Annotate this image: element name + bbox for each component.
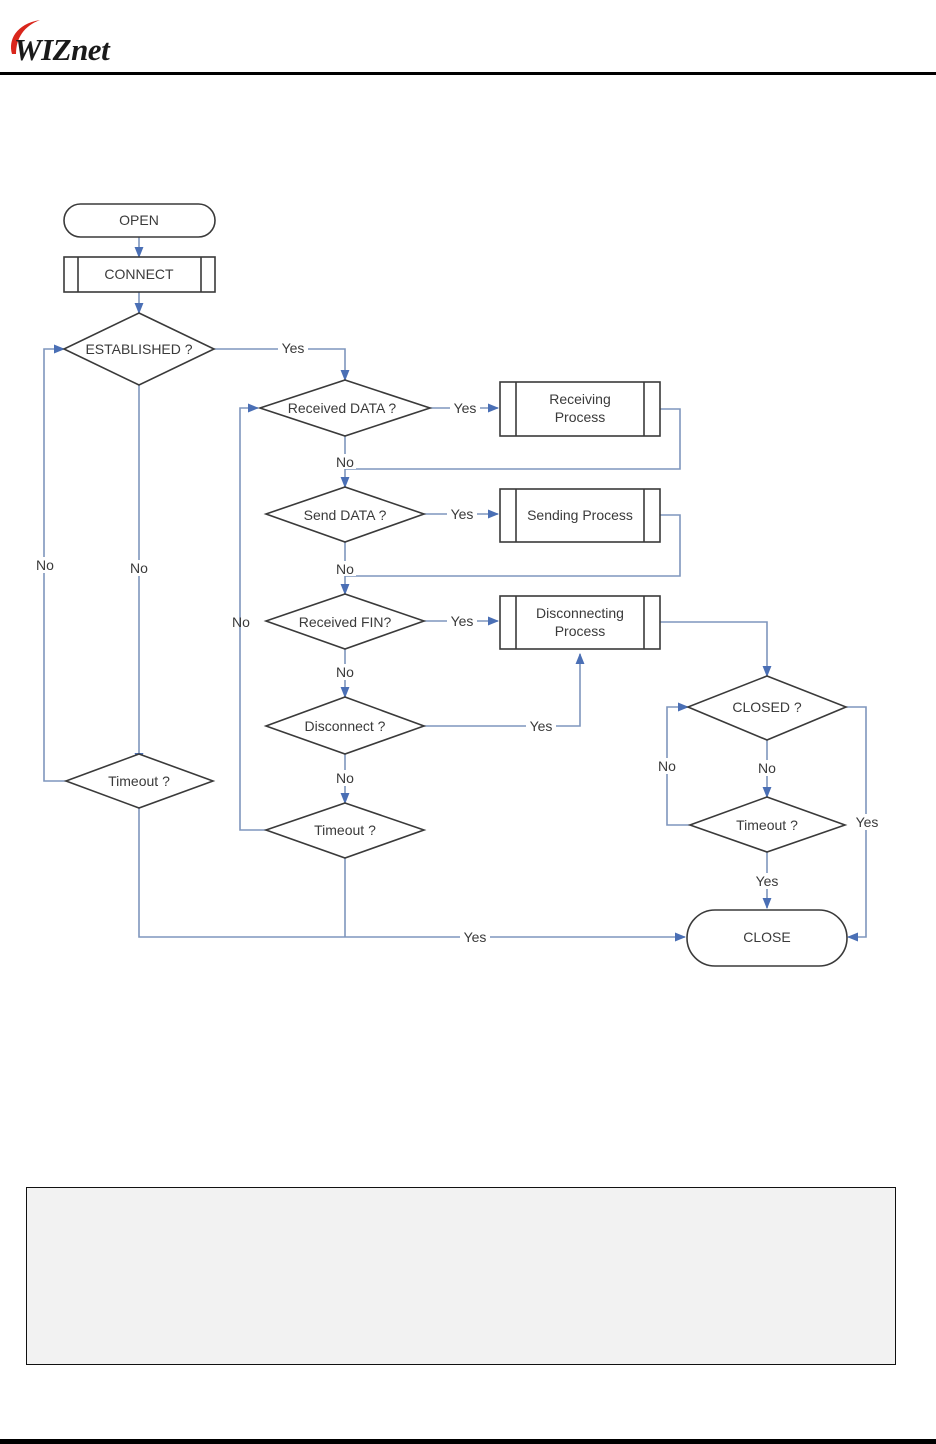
label-timeout-right-no: No	[658, 758, 676, 774]
node-timeout-mid-label: Timeout ?	[314, 822, 376, 838]
node-connect: CONNECT	[64, 257, 215, 292]
node-open: OPEN	[64, 204, 215, 237]
node-received-data-label: Received DATA ?	[288, 400, 397, 416]
node-disconnecting-process-label-2: Process	[555, 623, 606, 639]
edge-disconnect-yes	[424, 654, 580, 726]
node-received-fin: Received FIN?	[266, 594, 424, 649]
node-closed-label: CLOSED ?	[732, 699, 801, 715]
node-established: ESTABLISHED ?	[64, 313, 214, 385]
node-established-label: ESTABLISHED ?	[85, 341, 192, 357]
node-receiving-process-label-2: Process	[555, 409, 606, 425]
node-received-data: Received DATA ?	[260, 380, 430, 436]
label-send-data-yes: Yes	[451, 506, 474, 522]
label-established-no: No	[130, 560, 148, 576]
edge-labels: Yes No No Yes No Yes No Yes No No Yes No…	[34, 340, 882, 945]
edge-disconnecting-closed	[660, 622, 767, 676]
flowchart: OPEN CONNECT ESTABLISHED ? Timeout ? Rec…	[0, 0, 936, 1000]
label-received-fin-no: No	[336, 664, 354, 680]
node-close: CLOSE	[687, 910, 847, 966]
node-timeout-right-label: Timeout ?	[736, 817, 798, 833]
label-timeout-right-yes: Yes	[756, 873, 779, 889]
node-sending-process-label: Sending Process	[527, 507, 633, 523]
label-closed-no: No	[758, 760, 776, 776]
node-receiving-process: Receiving Process	[500, 382, 660, 436]
label-received-data-no: No	[336, 454, 354, 470]
node-close-label: CLOSE	[743, 929, 790, 945]
node-timeout-left-label: Timeout ?	[108, 773, 170, 789]
node-sending-process: Sending Process	[500, 489, 660, 542]
node-disconnect-label: Disconnect ?	[305, 718, 386, 734]
label-timeout-bottom-yes: Yes	[464, 929, 487, 945]
label-received-fin-yes: Yes	[451, 613, 474, 629]
label-timeout-left-no: No	[36, 557, 54, 573]
node-timeout-mid: Timeout ?	[266, 803, 424, 858]
label-received-data-yes: Yes	[454, 400, 477, 416]
node-disconnecting-process-label-1: Disconnecting	[536, 605, 624, 621]
label-disconnect-no: No	[336, 770, 354, 786]
code-box	[26, 1187, 896, 1365]
node-timeout-left: Timeout ?	[66, 754, 213, 808]
node-disconnecting-process: Disconnecting Process	[500, 596, 660, 649]
node-disconnect: Disconnect ?	[266, 697, 424, 754]
label-received-fin-no-loop: No	[232, 614, 250, 630]
node-send-data-label: Send DATA ?	[304, 507, 387, 523]
label-disconnect-yes: Yes	[530, 718, 553, 734]
node-connect-label: CONNECT	[104, 266, 174, 282]
label-established-yes: Yes	[282, 340, 305, 356]
node-closed: CLOSED ?	[688, 676, 846, 740]
node-open-label: OPEN	[119, 212, 159, 228]
node-send-data: Send DATA ?	[266, 487, 424, 542]
node-receiving-process-label-1: Receiving	[549, 391, 610, 407]
node-timeout-right: Timeout ?	[690, 797, 845, 852]
label-closed-yes: Yes	[856, 814, 879, 830]
node-received-fin-label: Received FIN?	[299, 614, 392, 630]
footer-divider	[0, 1439, 936, 1444]
label-send-data-no: No	[336, 561, 354, 577]
